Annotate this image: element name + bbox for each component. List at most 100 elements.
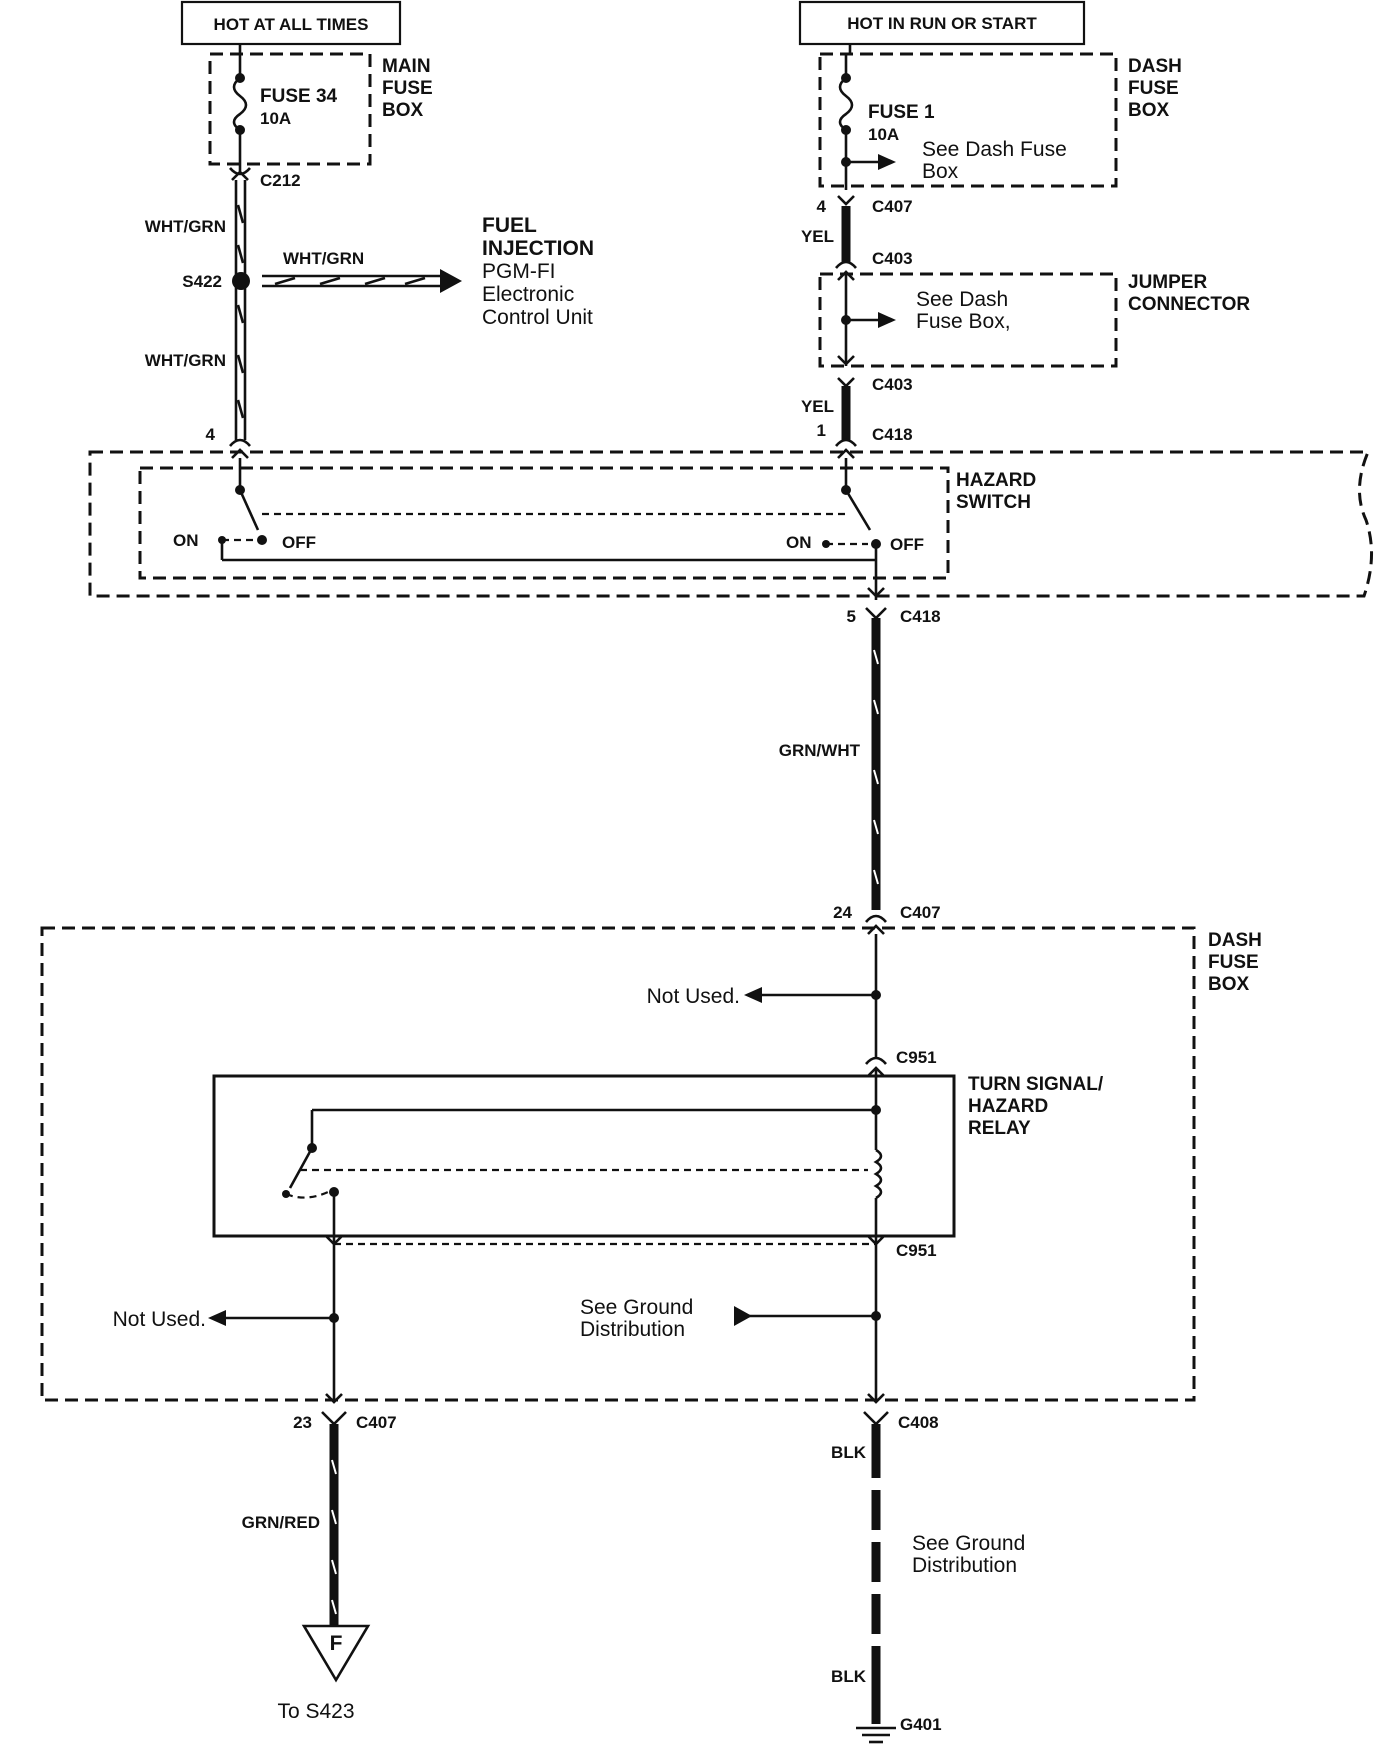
c407-pin-4: 4 <box>817 197 827 216</box>
connector-c951-bottom-label: C951 <box>896 1241 937 1260</box>
wire-label-yel-1: YEL <box>801 227 834 246</box>
fuel-injection-line-3: PGM-FI <box>482 260 556 283</box>
connector-c407-24-label: C407 <box>900 903 941 922</box>
source-hot-at-all-times-label: HOT AT ALL TIMES <box>214 15 369 34</box>
dash-fuse-box-bottom: DASH FUSE BOX <box>40 926 1262 1402</box>
not-used-bottom-arrow-icon <box>208 1310 226 1326</box>
connector-c407-top-label: C407 <box>872 197 913 216</box>
relay-label-line-3: RELAY <box>968 1118 1031 1139</box>
fuse-1-rating: 10A <box>868 125 899 144</box>
fuse-1-icon <box>838 54 896 190</box>
wire-label-wht-grn-lower: WHT/GRN <box>145 351 226 370</box>
connector-c403-bottom-icon <box>837 377 855 388</box>
flag-f-letter: F <box>330 1632 343 1655</box>
connector-c403-bottom-label: C403 <box>872 375 913 394</box>
not-used-top-arrow-icon <box>744 987 762 1003</box>
connector-c407-top-icon <box>837 195 855 206</box>
connector-c212-label: C212 <box>260 171 301 190</box>
splice-s422-icon <box>232 272 250 290</box>
hazard-switch-label-line-1: HAZARD <box>956 470 1036 491</box>
connector-c418-top-icon <box>835 438 857 459</box>
jumper-connector-label-line-1: JUMPER <box>1128 272 1207 293</box>
dash-fuse-box-bottom-label-line-2: FUSE <box>1208 952 1259 973</box>
connector-c418-bottom-icon <box>865 607 887 620</box>
relay-internal-circuit <box>282 1070 883 1244</box>
fuel-injection-line-1: FUEL <box>482 214 537 237</box>
wire-label-grn-red: GRN/RED <box>242 1513 320 1532</box>
connector-c408-label: C408 <box>898 1413 939 1432</box>
fuel-injection-line-5: Control Unit <box>482 306 593 329</box>
branch-wire-label: WHT/GRN <box>283 249 364 268</box>
connector-c403-top-icon <box>835 260 857 281</box>
splice-s422-label: S422 <box>182 272 222 291</box>
ground-g401-label: G401 <box>900 1715 942 1734</box>
output-pin-5: 5 <box>847 607 856 626</box>
wire-label-blk-top: BLK <box>831 1443 867 1462</box>
wire-grn-red <box>329 1424 339 1626</box>
wire-wht-grn-branch <box>262 269 462 293</box>
connector-c403-top-label: C403 <box>872 249 913 268</box>
dash-see-ground-line-2: Distribution <box>580 1318 685 1341</box>
dash-fuse-box-top-label-line-1: DASH <box>1128 56 1182 77</box>
fuse-1-name: FUSE 1 <box>868 102 935 123</box>
not-used-bottom-label: Not Used. <box>113 1308 206 1331</box>
main-fuse-box: MAIN FUSE BOX FUSE 34 10A <box>208 52 433 166</box>
dash-fuse-box-top-label-line-2: FUSE <box>1128 78 1179 99</box>
wire-wht-grn-left <box>234 180 247 440</box>
hazard-right-on-label: ON <box>786 533 812 552</box>
not-used-top-label: Not Used. <box>647 985 740 1008</box>
hazard-switch-pin-1: 1 <box>817 421 826 440</box>
connector-c418-bottom-label: C418 <box>900 607 941 626</box>
jumper-see-line-2: Fuse Box, <box>916 310 1011 333</box>
hazard-left-off-label: OFF <box>282 533 316 552</box>
hazard-left-on-label: ON <box>173 531 199 550</box>
hazard-right-off-label: OFF <box>890 535 924 554</box>
jumper-connector: See Dash Fuse Box, JUMPER CONNECTOR <box>818 272 1250 368</box>
right-see-ground-line-1: See Ground <box>912 1532 1025 1555</box>
wire-label-wht-grn-upper: WHT/GRN <box>145 217 226 236</box>
jumper-see-line-1: See Dash <box>916 288 1008 311</box>
connector-c408-icon <box>863 1411 889 1426</box>
source-hot-in-run-or-start: HOT IN RUN OR START <box>798 0 1086 46</box>
wire-label-grn-wht: GRN/WHT <box>779 741 861 760</box>
connector-c418-top-label: C418 <box>872 425 913 444</box>
connector-c407-23-icon <box>321 1411 347 1426</box>
main-fuse-box-label-line-3: BOX <box>382 100 424 121</box>
hazard-switch-label-line-2: SWITCH <box>956 492 1031 513</box>
connector-c951-top-label: C951 <box>896 1048 937 1067</box>
wire-label-blk-bottom: BLK <box>831 1667 867 1686</box>
turn-signal-hazard-relay: TURN SIGNAL/ HAZARD RELAY <box>212 1074 1104 1238</box>
left-exit-pin-23: 23 <box>293 1413 312 1432</box>
hazard-switch-inner: HAZARD SWITCH <box>138 466 1036 580</box>
branch-arrow-icon <box>440 269 462 293</box>
dash-fuse-box-top-label-line-3: BOX <box>1128 100 1170 121</box>
hazard-switch-right-contact <box>822 458 885 600</box>
fuse-34-name: FUSE 34 <box>260 86 338 107</box>
connector-c951-top-icon <box>865 1056 887 1077</box>
main-fuse-box-label-line-2: FUSE <box>382 78 433 99</box>
dash-see-ground-line-1: See Ground <box>580 1296 693 1319</box>
connector-c212-icon <box>229 164 251 181</box>
dash-pin-24: 24 <box>833 903 852 922</box>
fuel-injection-line-4: Electronic <box>482 283 574 306</box>
connector-c407-24-icon <box>865 914 887 935</box>
flag-f-icon: F <box>301 1624 371 1683</box>
left-exit-destination: To S423 <box>277 1700 354 1723</box>
jumper-connector-label-line-2: CONNECTOR <box>1128 294 1250 315</box>
connector-switch-left-icon <box>229 438 251 459</box>
dash-fuse-box-top-see-line-1: See Dash Fuse <box>922 138 1067 161</box>
wire-label-yel-2: YEL <box>801 397 834 416</box>
fuel-injection-line-2: INJECTION <box>482 237 594 260</box>
dash-fuse-box-top: DASH FUSE BOX FUSE 1 10A See Dash Fuse B… <box>818 52 1182 190</box>
source-hot-at-all-times: HOT AT ALL TIMES <box>180 0 402 46</box>
see-ground-arrow-icon <box>734 1306 752 1326</box>
relay-label-line-1: TURN SIGNAL/ <box>968 1074 1104 1095</box>
connector-c407-23-label: C407 <box>356 1413 397 1432</box>
main-fuse-box-label-line-1: MAIN <box>382 56 431 77</box>
right-see-ground-line-2: Distribution <box>912 1554 1017 1577</box>
dash-fuse-box-bottom-label-line-1: DASH <box>1208 930 1262 951</box>
hazard-switch-left-contact <box>218 458 267 560</box>
fuse-34-icon <box>232 54 248 164</box>
wire-grn-wht <box>871 618 881 910</box>
